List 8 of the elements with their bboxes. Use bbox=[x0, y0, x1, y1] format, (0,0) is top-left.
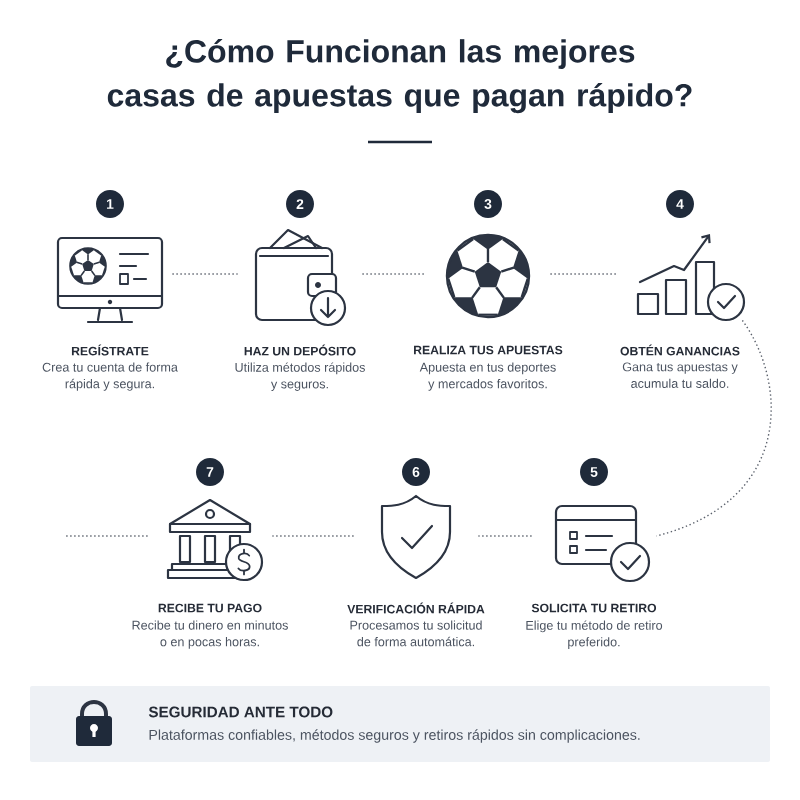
dotted-connector bbox=[65, 535, 149, 537]
dotted-connector bbox=[361, 273, 427, 275]
dotted-connector bbox=[549, 273, 619, 275]
title: ¿Cómo Funcionan las mejores casas de apuestas que pagan rápido? bbox=[107, 38, 692, 114]
dotted-connector bbox=[655, 319, 772, 537]
dotted-connector bbox=[477, 535, 533, 537]
dotted-connector bbox=[271, 535, 355, 537]
dotted-connector bbox=[171, 273, 239, 275]
